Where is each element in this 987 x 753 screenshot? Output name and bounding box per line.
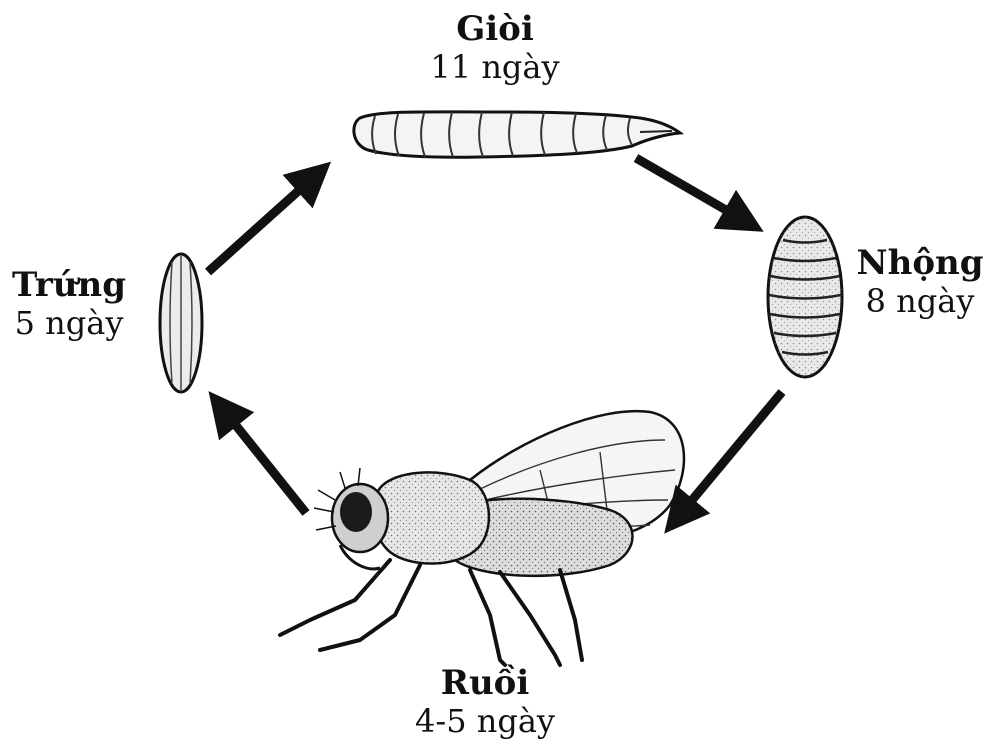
pupa-name: Nhộng [855,244,985,283]
pupa-label: Nhộng 8 ngày [855,244,985,320]
adult-name: Ruồi [385,664,585,703]
arrow-adult-to-egg [222,408,306,513]
egg-label: Trứng 5 ngày [4,266,134,342]
arrow-larva-to-pupa [636,158,745,221]
pupa-icon [768,217,842,377]
adult-label: Ruồi 4-5 ngày [385,664,585,740]
egg-icon [160,254,202,392]
larva-name: Giòi [395,10,595,49]
egg-name: Trứng [4,266,134,305]
egg-duration: 5 ngày [4,305,134,342]
larva-icon [354,112,680,157]
arrow-pupa-to-adult [678,392,782,517]
pupa-duration: 8 ngày [855,283,985,320]
fly-icon [280,411,684,665]
adult-duration: 4-5 ngày [385,703,585,740]
larva-duration: 11 ngày [395,49,595,86]
larva-label: Giòi 11 ngày [395,10,595,86]
arrow-egg-to-larva [208,176,315,272]
